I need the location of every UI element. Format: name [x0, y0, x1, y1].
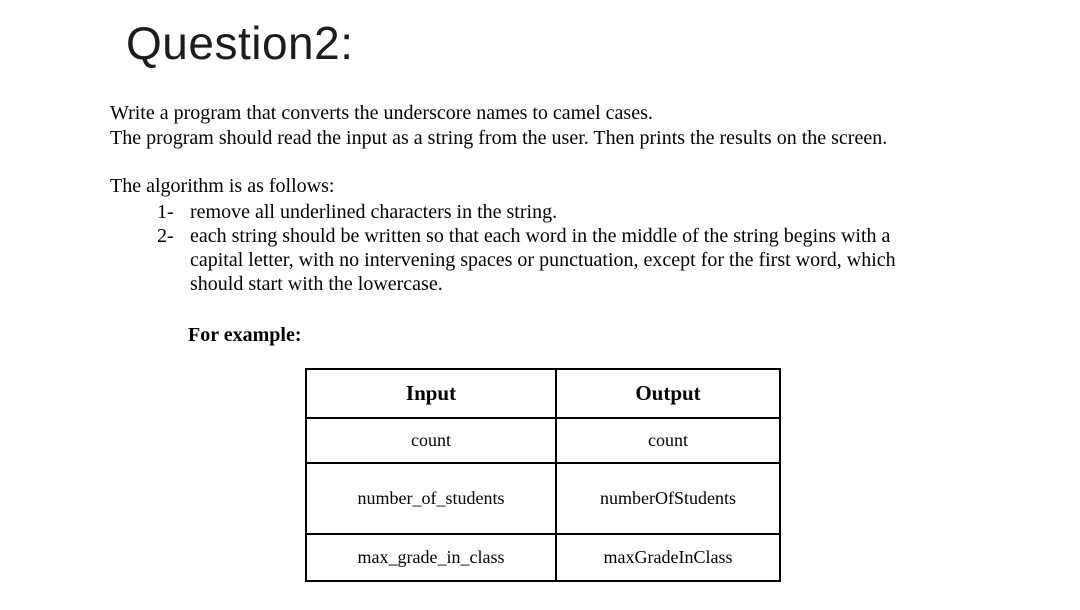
- intro-paragraph: Write a program that converts the unders…: [110, 101, 887, 151]
- table-cell-output-3: maxGradeInClass: [555, 533, 781, 582]
- table-cell-input-3: max_grade_in_class: [305, 533, 557, 582]
- intro-line-2: The program should read the input as a s…: [110, 127, 888, 149]
- list-item-1-line-1: remove all underlined characters in the …: [190, 201, 558, 223]
- example-table-header-input: Input: [305, 368, 557, 419]
- list-item-2: 2- each string should be written so that…: [150, 224, 896, 296]
- algorithm-list: 1- remove all underlined characters in t…: [150, 200, 896, 296]
- table-cell-input-2: number_of_students: [305, 462, 557, 535]
- list-item-2-number: 2-: [157, 225, 174, 247]
- example-table: Input Output count count number_of_stude…: [305, 368, 781, 582]
- table-row: number_of_students numberOfStudents: [305, 462, 781, 535]
- example-table-header-row: Input Output: [305, 368, 781, 419]
- for-example-label: For example:: [188, 324, 302, 346]
- table-cell-output-1: count: [555, 417, 781, 464]
- table-row: max_grade_in_class maxGradeInClass: [305, 533, 781, 582]
- intro-line-1: Write a program that converts the unders…: [110, 102, 653, 124]
- example-table-header-output: Output: [555, 368, 781, 419]
- list-item-2-line-2: capital letter, with no intervening spac…: [190, 249, 896, 271]
- question-title: Question2:: [126, 17, 354, 69]
- table-cell-input-1: count: [305, 417, 557, 464]
- list-item-2-line-1: each string should be written so that ea…: [190, 225, 891, 247]
- list-item-1: 1- remove all underlined characters in t…: [150, 200, 896, 224]
- algorithm-heading: The algorithm is as follows:: [110, 175, 335, 197]
- list-item-2-line-3: should start with the lowercase.: [190, 273, 443, 295]
- list-item-1-number: 1-: [157, 201, 174, 223]
- table-cell-output-2: numberOfStudents: [555, 462, 781, 535]
- list-item-2-text: each string should be written so that ea…: [190, 224, 896, 296]
- list-item-1-text: remove all underlined characters in the …: [190, 200, 557, 224]
- table-row: count count: [305, 417, 781, 464]
